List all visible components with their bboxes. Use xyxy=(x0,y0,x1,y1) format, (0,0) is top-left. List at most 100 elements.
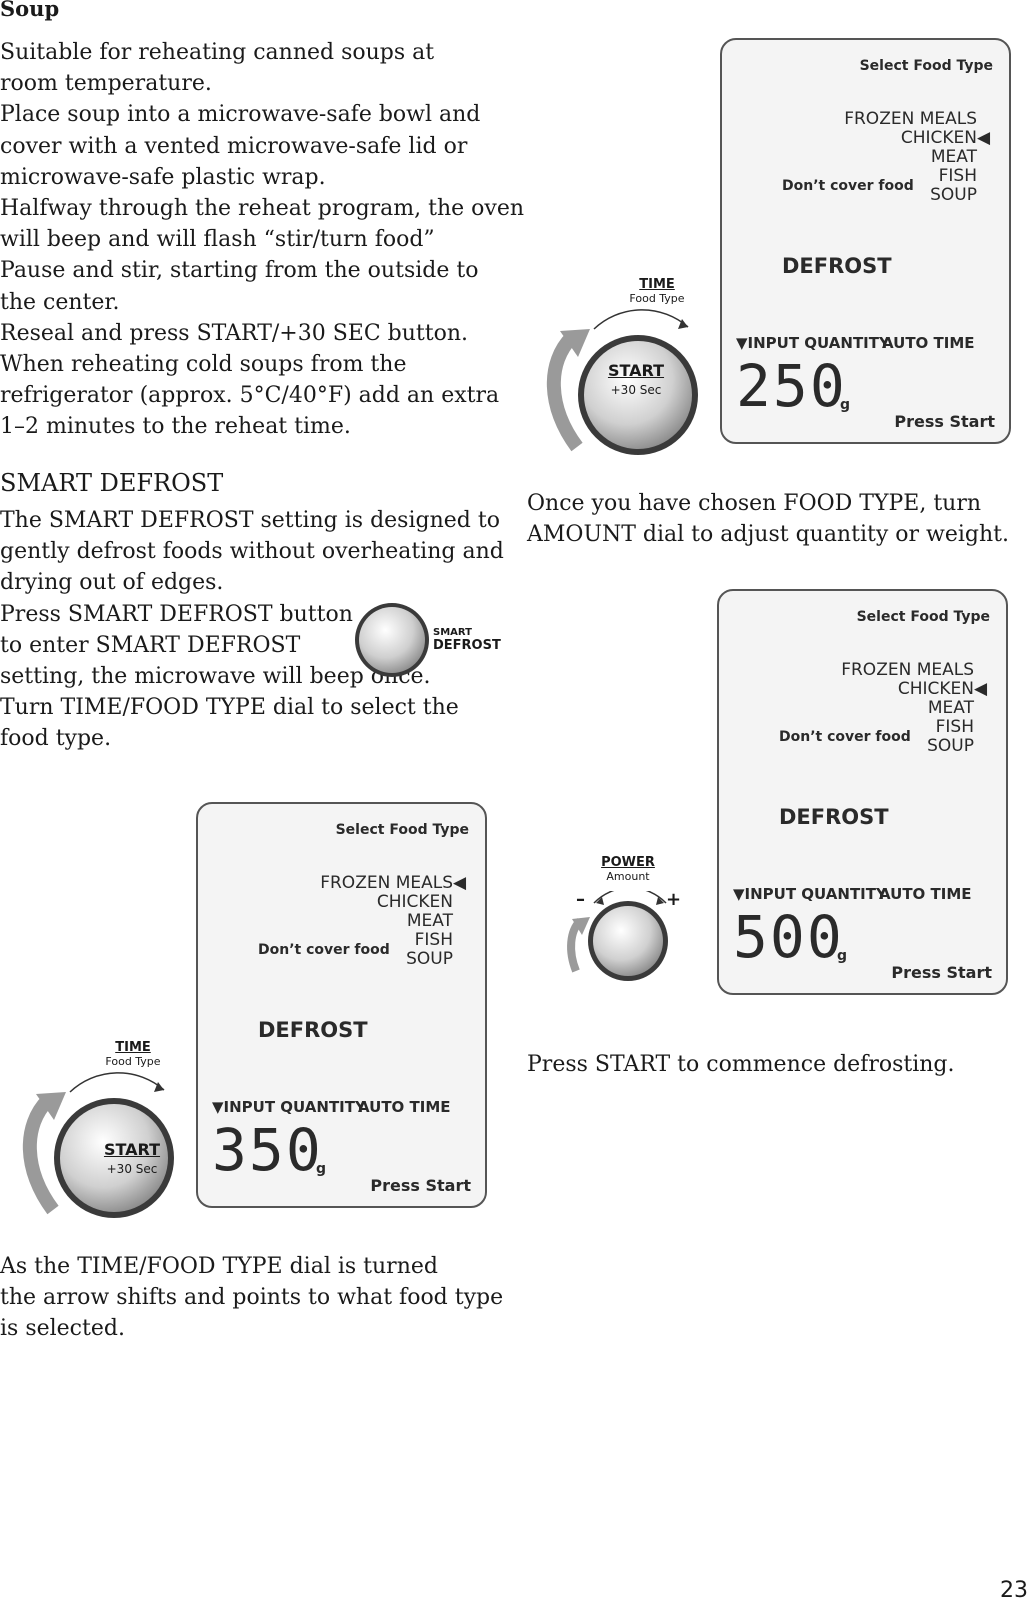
soup-line: cover with a vented microwave-safe lid o… xyxy=(0,133,468,159)
soup-line: microwave-safe plastic wrap. xyxy=(0,164,326,190)
food-type-label: Food Type xyxy=(629,292,685,305)
selection-arrow-icon: ◀ xyxy=(453,873,467,893)
dont-cover-food-label: Don’t cover food xyxy=(782,178,914,194)
smart-defrost-heading: SMART DEFROST xyxy=(0,469,224,497)
quantity-readout: 500 xyxy=(733,903,844,971)
soup-line: 1–2 minutes to the reheat time. xyxy=(0,414,351,440)
plus30-label: +30 Sec xyxy=(106,1162,158,1176)
menu-item-soup: SOUP xyxy=(927,736,974,756)
soup-body: Suitable for reheating canned soups at r… xyxy=(0,37,524,443)
press-line: Press SMART DEFROST button xyxy=(0,601,353,627)
soup-line: room temperature. xyxy=(0,71,212,97)
input-quantity-label: ▼INPUT QUANTITY xyxy=(733,885,887,903)
menu-item-chicken: CHICKEN xyxy=(376,892,453,912)
caption-line: As the TIME/FOOD TYPE dial is turned xyxy=(0,1254,438,1279)
soup-heading: Soup xyxy=(0,0,60,21)
menu-item-soup: SOUP xyxy=(406,949,453,969)
food-type-menu: FROZEN MEALS◀ CHICKEN MEAT FISH SOUP xyxy=(320,873,467,969)
caption-line: the arrow shifts and points to what food… xyxy=(0,1285,504,1311)
soup-line: will beep and will flash “stir/turn food… xyxy=(0,227,435,253)
quantity-readout: 250 xyxy=(736,352,847,420)
smart-defrost-knob-icon xyxy=(355,603,429,677)
triangle-icon: ▼ xyxy=(733,885,745,903)
menu-item-meat: MEAT xyxy=(927,698,974,718)
quantity-readout: 350 xyxy=(212,1116,323,1184)
menu-item-meat: MEAT xyxy=(406,911,453,931)
defrost-mode-label: DEFROST xyxy=(779,805,889,829)
lcd-display-panel-3: Select Food Type FROZEN MEALS CHICKEN◀ M… xyxy=(717,589,1008,995)
press-line: setting, the microwave will beep once. xyxy=(0,664,431,690)
press-start-label: Press Start xyxy=(891,963,992,982)
unit-label: g xyxy=(840,397,851,413)
time-food-type-dial[interactable]: TIME Food Type START +30 Sec xyxy=(18,1040,198,1220)
soup-line: Pause and stir, starting from the outsid… xyxy=(0,258,479,284)
start-label: START xyxy=(103,1140,161,1159)
menu-item-fish: FISH xyxy=(938,166,977,186)
plus30-label: +30 Sec xyxy=(610,383,662,397)
minus-icon: – xyxy=(576,889,585,910)
defrost-label: DEFROST xyxy=(433,638,501,653)
soup-line: Reseal and press START/+30 SEC button. xyxy=(0,320,469,346)
intro-line: The SMART DEFROST setting is designed to xyxy=(0,508,500,533)
input-quantity-label: ▼INPUT QUANTITY xyxy=(212,1098,366,1116)
auto-time-label: AUTO TIME xyxy=(358,1098,451,1116)
unit-label: g xyxy=(837,948,848,964)
selection-arrow-icon: ◀ xyxy=(977,128,991,148)
food-type-menu: FROZEN MEALS CHICKEN◀ MEAT FISH SOUP xyxy=(841,660,988,756)
caption-left: As the TIME/FOOD TYPE dial is turned the… xyxy=(0,1251,503,1345)
menu-item-chicken: CHICKEN◀ xyxy=(897,679,988,699)
food-type-menu: FROZEN MEALS CHICKEN◀ MEAT FISH SOUP xyxy=(844,110,991,205)
time-label: TIME xyxy=(115,1040,151,1055)
caption-line: Press START to commence defrosting. xyxy=(527,1052,955,1077)
dont-cover-food-label: Don’t cover food xyxy=(779,729,911,745)
menu-item-frozen-meals: FROZEN MEALS◀ xyxy=(320,873,467,893)
menu-item-frozen-meals: FROZEN MEALS xyxy=(841,660,974,680)
soup-line: Suitable for reheating canned soups at xyxy=(0,40,435,65)
rotate-arrow-icon xyxy=(22,1072,174,1218)
selection-arrow-icon: ◀ xyxy=(974,679,988,699)
caption-line: Once you have chosen FOOD TYPE, turn xyxy=(527,491,982,516)
select-food-type-label: Select Food Type xyxy=(859,58,993,74)
power-label: POWER xyxy=(601,855,655,870)
page-number: 23 xyxy=(1000,1578,1028,1603)
menu-item-meat: MEAT xyxy=(930,147,977,167)
triangle-icon: ▼ xyxy=(736,334,748,352)
menu-item-soup: SOUP xyxy=(930,185,977,205)
plus-icon: + xyxy=(666,889,682,910)
power-amount-dial[interactable]: POWER Amount – + xyxy=(562,855,702,1005)
smart-defrost-button[interactable]: SMART DEFROST xyxy=(355,600,501,690)
food-type-label: Food Type xyxy=(105,1055,161,1068)
menu-item-fish: FISH xyxy=(935,717,974,737)
press-start-label: Press Start xyxy=(894,412,995,431)
rotate-arrow-icon xyxy=(567,891,668,981)
select-food-type-label: Select Food Type xyxy=(335,822,469,838)
menu-item-fish: FISH xyxy=(414,930,453,950)
auto-time-label: AUTO TIME xyxy=(879,885,972,903)
time-label: TIME xyxy=(639,277,675,292)
smart-label: SMART xyxy=(433,627,472,638)
time-food-type-dial-2[interactable]: TIME Food Type START +30 Sec xyxy=(542,277,722,457)
start-label: START xyxy=(607,361,665,380)
defrost-mode-label: DEFROST xyxy=(782,254,892,278)
caption-right-2: Press START to commence defrosting. xyxy=(527,1049,955,1080)
soup-line: refrigerator (approx. 5°C/40°F) add an e… xyxy=(0,383,500,409)
triangle-icon: ▼ xyxy=(212,1098,224,1116)
rotate-arrow-icon xyxy=(546,309,698,455)
dont-cover-food-label: Don’t cover food xyxy=(258,942,390,958)
unit-label: g xyxy=(316,1161,327,1177)
smart-defrost-intro: The SMART DEFROST setting is designed to… xyxy=(0,505,504,755)
amount-label: Amount xyxy=(606,870,650,883)
caption-line: AMOUNT dial to adjust quantity or weight… xyxy=(527,522,1009,548)
defrost-mode-label: DEFROST xyxy=(258,1018,368,1042)
input-quantity-label: ▼INPUT QUANTITY xyxy=(736,334,890,352)
intro-line: gently defrost foods without overheating… xyxy=(0,539,504,565)
menu-item-chicken: CHICKEN◀ xyxy=(900,128,991,148)
press-start-label: Press Start xyxy=(370,1176,471,1195)
lcd-display-panel-2: Select Food Type FROZEN MEALS CHICKEN◀ M… xyxy=(720,38,1011,444)
auto-time-label: AUTO TIME xyxy=(882,334,975,352)
soup-line: Halfway through the reheat program, the … xyxy=(0,196,525,222)
lcd-display-panel-1: Select Food Type FROZEN MEALS◀ CHICKEN M… xyxy=(196,802,487,1208)
soup-line: When reheating cold soups from the xyxy=(0,352,407,378)
intro-line: drying out of edges. xyxy=(0,570,224,596)
caption-right-1: Once you have chosen FOOD TYPE, turn AMO… xyxy=(527,488,1009,550)
